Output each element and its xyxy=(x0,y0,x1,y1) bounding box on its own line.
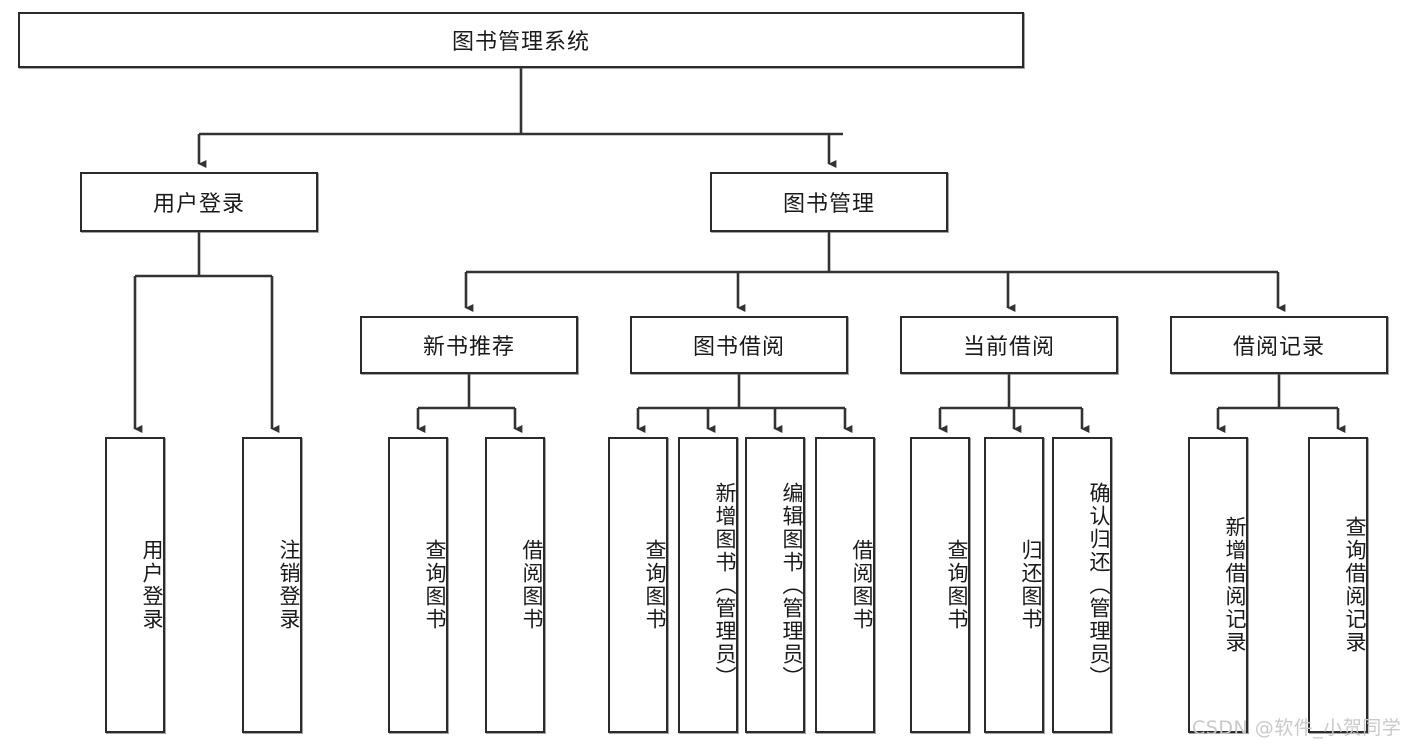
node-label: 确认归还（管理员） xyxy=(1087,481,1111,689)
leaf-add-borrow-record[interactable]: 新增借阅记录 xyxy=(1188,437,1248,733)
node-label: 新增借阅记录 xyxy=(1223,516,1247,654)
node-label: 新增图书（管理员） xyxy=(713,481,737,689)
node-label: 图书管理系统 xyxy=(451,30,590,55)
node-label: 注销登录 xyxy=(277,539,301,631)
node-label: 借阅图书 xyxy=(520,539,544,631)
leaf-query-book-nbr[interactable]: 查询图书 xyxy=(388,437,448,733)
node-label: 用户登录 xyxy=(152,192,245,217)
node-new-book-recommend[interactable]: 新书推荐 xyxy=(360,316,578,374)
leaf-borrow-book-bb[interactable]: 借阅图书 xyxy=(815,437,875,733)
node-book-borrow[interactable]: 图书借阅 xyxy=(630,316,848,374)
leaf-return-book[interactable]: 归还图书 xyxy=(984,437,1044,733)
leaf-borrow-book-nbr[interactable]: 借阅图书 xyxy=(485,437,545,733)
leaf-confirm-return-admin[interactable]: 确认归还（管理员） xyxy=(1052,437,1112,733)
node-label: 查询图书 xyxy=(643,539,667,631)
leaf-query-book-bb[interactable]: 查询图书 xyxy=(608,437,668,733)
node-root-system[interactable]: 图书管理系统 xyxy=(18,12,1024,68)
node-label: 新书推荐 xyxy=(422,335,515,360)
node-label: 查询图书 xyxy=(423,539,447,631)
node-label: 查询借阅记录 xyxy=(1343,516,1367,654)
node-label: 编辑图书（管理员） xyxy=(780,481,804,689)
node-label: 图书借阅 xyxy=(692,335,785,360)
node-label: 图书管理 xyxy=(782,192,875,217)
watermark-csdn: CSDN @软件_小贺同学 xyxy=(1192,717,1402,739)
node-label: 借阅记录 xyxy=(1232,335,1325,360)
leaf-add-book-admin[interactable]: 新增图书（管理员） xyxy=(678,437,738,733)
node-book-management[interactable]: 图书管理 xyxy=(710,172,948,232)
node-current-borrow[interactable]: 当前借阅 xyxy=(900,316,1118,374)
node-label: 用户登录 xyxy=(140,539,164,631)
node-user-login[interactable]: 用户登录 xyxy=(80,172,318,232)
node-label: 归还图书 xyxy=(1019,539,1043,631)
node-label: 查询图书 xyxy=(945,539,969,631)
node-label: 当前借阅 xyxy=(962,335,1055,360)
node-borrow-record[interactable]: 借阅记录 xyxy=(1170,316,1388,374)
leaf-edit-book-admin[interactable]: 编辑图书（管理员） xyxy=(745,437,805,733)
node-label: 借阅图书 xyxy=(850,539,874,631)
leaf-user-login[interactable]: 用户登录 xyxy=(105,437,165,733)
leaf-logout[interactable]: 注销登录 xyxy=(242,437,302,733)
leaf-query-book-cb[interactable]: 查询图书 xyxy=(910,437,970,733)
leaf-query-borrow-record[interactable]: 查询借阅记录 xyxy=(1308,437,1368,733)
